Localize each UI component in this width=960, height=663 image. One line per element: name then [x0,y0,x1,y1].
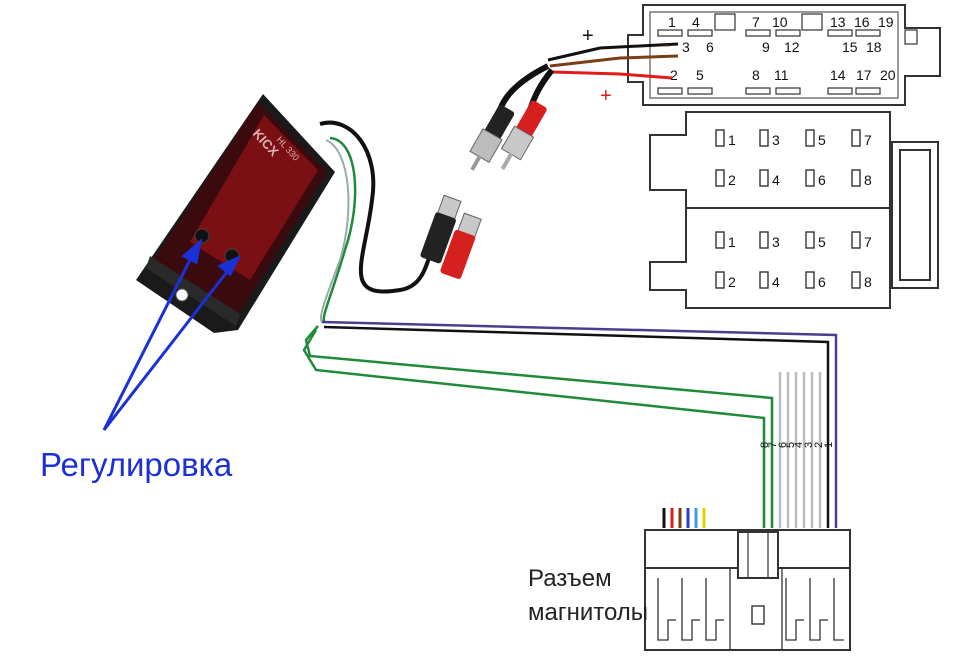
wire-number: 8 [759,442,771,448]
head-unit-connector-label: Разъем магнитолы [528,562,648,630]
iso-pin-13: 13 [830,14,846,30]
block2-pin: 8 [864,274,872,290]
iso-pin-19: 19 [878,14,894,30]
mount-hole [175,288,189,302]
wire-number-labels: 8 7 6 5 4 3 2 1 [759,442,835,448]
wire-number: 2 [813,442,825,448]
iso-pin-15: 15 [842,39,858,55]
device-cables [319,120,432,324]
minus-sign: - [664,37,669,54]
iso-pin-7: 7 [752,14,760,30]
head-unit-connector [644,508,851,651]
iso-pin-2: 2 [670,67,678,83]
iso-pin-14: 14 [830,67,846,83]
wire-number: 4 [793,442,805,448]
block2-pin: 3 [772,234,780,250]
block2-pin: 2 [728,274,736,290]
block1-pin: 1 [728,132,736,148]
iso-pin-18: 18 [866,39,882,55]
block2-pin: 5 [818,234,826,250]
iso-pin-5: 5 [696,67,704,83]
block2-pin: 1 [728,234,736,250]
iso-pin-16: 16 [854,14,870,30]
iso-pin-17: 17 [856,67,872,83]
plus-sign-top: + [582,25,594,47]
block1-pin: 2 [728,172,736,188]
iso-connector-20pin: 1 4 7 10 13 16 19 3 6 9 12 15 18 2 5 8 1… [627,4,941,106]
block2-pin: 6 [818,274,826,290]
head-unit-wires [302,320,838,528]
adjustment-arrows [102,237,242,431]
iso-pin-9: 9 [762,39,770,55]
iso-pin-3: 3 [682,39,690,55]
iso-pin-8: 8 [752,67,760,83]
iso-pin-10: 10 [772,14,788,30]
iso-pin-12: 12 [784,39,800,55]
block1-pin: 7 [864,132,872,148]
connector-label-line1: Разъем [528,565,612,592]
block1-pin-labels: 1 3 5 7 2 4 6 8 [728,132,872,188]
wire-number: 6 [777,442,789,448]
rca-sockets-input [420,194,482,279]
iso-pin-4: 4 [692,14,700,30]
rca-plugs-output [469,63,555,171]
wire-number: 1 [823,442,835,448]
wire-number: 3 [803,442,815,448]
iso-wires [547,42,679,80]
iso-pin-11: 11 [774,67,789,83]
block2-pin: 7 [864,234,872,250]
connector-label-line2: магнитолы [528,599,649,626]
iso-pin-6: 6 [706,39,714,55]
block1-pin: 4 [772,172,780,188]
wire-number: 5 [785,442,797,448]
gain-knob-left[interactable] [194,228,210,244]
block1-pin: 5 [818,132,826,148]
block1-pin: 6 [818,172,826,188]
block1-pin: 3 [772,132,780,148]
block2-pin: 4 [772,274,780,290]
iso-pin-1: 1 [668,14,676,30]
line-converter-device: KICX HL 330 [136,94,335,333]
adjustment-label: Регулировка [40,446,233,483]
iso-pin-20: 20 [880,67,896,83]
wire-number: 7 [767,442,779,448]
block2-pin-labels: 1 3 5 7 2 4 6 8 [728,234,872,290]
speaker-connector-blocks [649,111,939,309]
plus-sign-bottom: + [600,85,612,107]
block1-pin: 8 [864,172,872,188]
